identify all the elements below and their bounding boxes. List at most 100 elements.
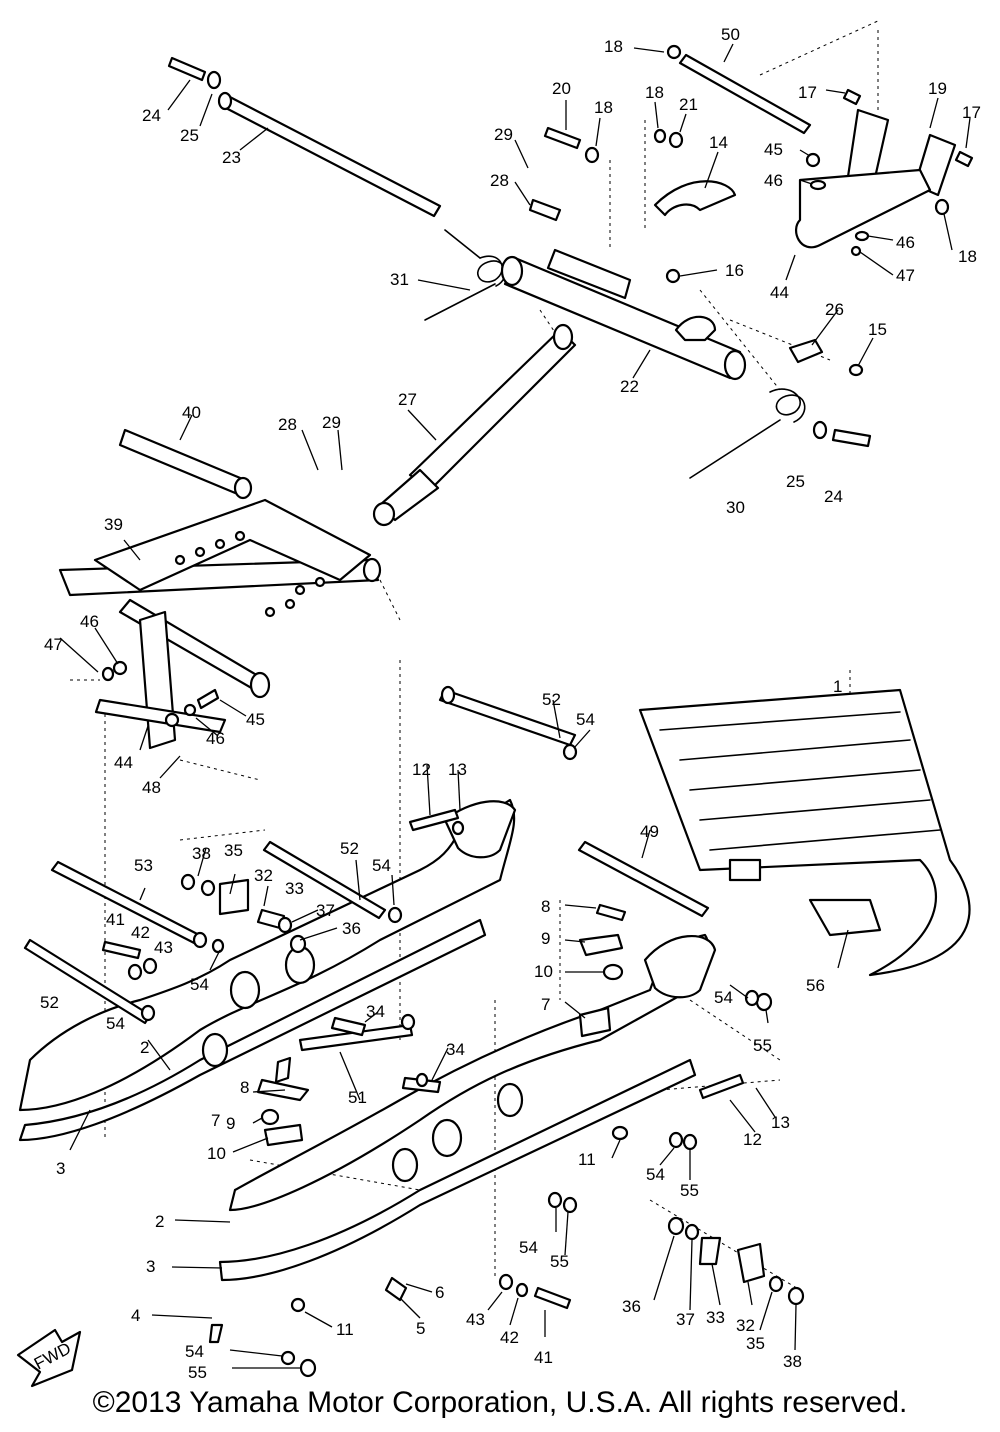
callout-label: 12 xyxy=(412,760,431,779)
callout-label: 37 xyxy=(316,901,335,920)
callout-label: 18 xyxy=(604,37,623,56)
callout-label: 19 xyxy=(928,79,947,98)
lower-shafts xyxy=(23,685,745,1310)
callout-label: 29 xyxy=(322,413,341,432)
rear-arm-assembly xyxy=(167,53,957,527)
callout-label: 24 xyxy=(824,487,843,506)
guide-lines xyxy=(70,19,881,1291)
slide-rails xyxy=(18,798,717,1282)
callout-label: 28 xyxy=(278,415,297,434)
callout-label: 42 xyxy=(500,1328,519,1347)
callout-label: 54 xyxy=(646,1165,665,1184)
callout-label: 47 xyxy=(896,266,915,285)
callout-label: 33 xyxy=(285,879,304,898)
callout-label: 8 xyxy=(240,1078,249,1097)
hardware xyxy=(101,44,974,1378)
callout-label: 35 xyxy=(224,841,243,860)
callout-label: 55 xyxy=(680,1181,699,1200)
callout-label: 4 xyxy=(131,1306,140,1325)
callout-label: 7 xyxy=(541,995,550,1014)
callout-label: 12 xyxy=(743,1130,762,1149)
callout-label: 45 xyxy=(246,710,265,729)
callout-label: 33 xyxy=(706,1308,725,1327)
callout-label: 55 xyxy=(188,1363,207,1382)
callout-label: 18 xyxy=(645,83,664,102)
callout-label: 17 xyxy=(962,103,981,122)
callout-label: 9 xyxy=(226,1114,235,1133)
callout-label: 49 xyxy=(640,822,659,841)
callout-label: 3 xyxy=(146,1257,155,1276)
callout-label: 20 xyxy=(552,79,571,98)
callout-label: 14 xyxy=(709,133,728,152)
callout-label: 44 xyxy=(114,753,133,772)
callout-label: 51 xyxy=(348,1088,367,1107)
callout-label: 56 xyxy=(806,976,825,995)
callout-label: 52 xyxy=(340,839,359,858)
callout-label: 38 xyxy=(192,844,211,863)
callout-label: 2 xyxy=(140,1038,149,1057)
callout-label: 54 xyxy=(576,710,595,729)
callout-label: 46 xyxy=(896,233,915,252)
forward-arrow-icon: FWD xyxy=(16,1328,82,1388)
callout-label: 5 xyxy=(416,1319,425,1338)
callout-label: 46 xyxy=(764,171,783,190)
callout-label: 54 xyxy=(372,856,391,875)
callout-label: 43 xyxy=(154,938,173,957)
callout-label: 47 xyxy=(44,635,63,654)
callout-label: 37 xyxy=(676,1310,695,1329)
callout-label: 7 xyxy=(211,1111,220,1130)
callout-label: 34 xyxy=(446,1040,465,1059)
callout-label: 46 xyxy=(80,612,99,631)
track-assembly xyxy=(638,688,971,977)
copyright-notice: ©2013 Yamaha Motor Corporation, U.S.A. A… xyxy=(92,1386,908,1419)
callout-label: 28 xyxy=(490,171,509,190)
callout-label: 44 xyxy=(770,283,789,302)
callout-label: 41 xyxy=(106,910,125,929)
callout-label: 35 xyxy=(746,1334,765,1353)
callout-label: 36 xyxy=(622,1297,641,1316)
callout-label: 32 xyxy=(254,866,273,885)
callout-label: 17 xyxy=(798,83,817,102)
callout-label: 18 xyxy=(958,247,977,266)
callout-label: 34 xyxy=(366,1002,385,1021)
callout-label: 32 xyxy=(736,1316,755,1335)
callout-label: 55 xyxy=(753,1036,772,1055)
callout-label: 8 xyxy=(541,897,550,916)
callout-label: 13 xyxy=(771,1113,790,1132)
callout-label: 16 xyxy=(725,261,744,280)
callout-label: 48 xyxy=(142,778,161,797)
callout-label: 41 xyxy=(534,1348,553,1367)
callout-label: 10 xyxy=(534,962,553,981)
callout-label: 25 xyxy=(180,126,199,145)
callout-label: 22 xyxy=(620,377,639,396)
callout-label: 3 xyxy=(56,1159,65,1178)
callout-label: 24 xyxy=(142,106,161,125)
callout-label: 2 xyxy=(155,1212,164,1231)
callout-label: 11 xyxy=(578,1150,596,1169)
callout-label: 38 xyxy=(783,1352,802,1371)
callout-label: 27 xyxy=(398,390,417,409)
callout-label: 13 xyxy=(448,760,467,779)
callout-label: 50 xyxy=(721,25,740,44)
callout-label: 11 xyxy=(336,1320,354,1339)
callout-label: 54 xyxy=(106,1014,125,1033)
callout-label: 31 xyxy=(390,270,409,289)
callout-label: 9 xyxy=(541,929,550,948)
callout-label: 40 xyxy=(182,403,201,422)
callout-label: 26 xyxy=(825,300,844,319)
callout-label: 55 xyxy=(550,1252,569,1271)
callout-label: 1 xyxy=(833,677,842,696)
callout-label: 36 xyxy=(342,919,361,938)
callout-label: 52 xyxy=(542,690,561,709)
front-arm-frame xyxy=(58,428,382,750)
callout-label: 54 xyxy=(714,988,733,1007)
callout-label: 42 xyxy=(131,923,150,942)
callout-label: 29 xyxy=(494,125,513,144)
callout-label: 43 xyxy=(466,1310,485,1329)
callout-label: 54 xyxy=(190,975,209,994)
callout-label: 30 xyxy=(726,498,745,517)
callout-label: 54 xyxy=(185,1342,204,1361)
callout-label: 39 xyxy=(104,515,123,534)
callout-label: 15 xyxy=(868,320,887,339)
